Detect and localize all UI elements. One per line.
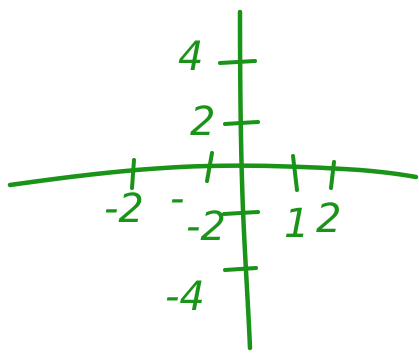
x-tick-label-minus-1: - (170, 176, 184, 222)
x-axis-line (7, 163, 419, 188)
x-tick-label-1: 1 (284, 201, 309, 247)
y-tick-mark-4 (218, 59, 257, 65)
x-tick-label-minus-2: -2 (104, 186, 144, 232)
y-tick-label-4: 4 (178, 34, 203, 80)
y-tick-mark-2 (223, 120, 260, 126)
y-tick-label-2: 2 (190, 99, 215, 145)
x-tick-mark-minus-2 (130, 158, 136, 190)
y-tick-mark-minus-4 (223, 266, 258, 272)
y-tick-mark-minus-2 (222, 210, 260, 216)
x-tick-mark-2 (329, 160, 336, 190)
y-tick-label-minus-2: -2 (186, 204, 226, 250)
x-tick-label-2: 2 (316, 196, 341, 242)
y-axis-line (237, 9, 253, 351)
x-tick-mark-1 (291, 154, 299, 192)
y-tick-label-minus-4: -4 (165, 274, 205, 320)
x-tick-mark-minus-1 (205, 151, 214, 183)
